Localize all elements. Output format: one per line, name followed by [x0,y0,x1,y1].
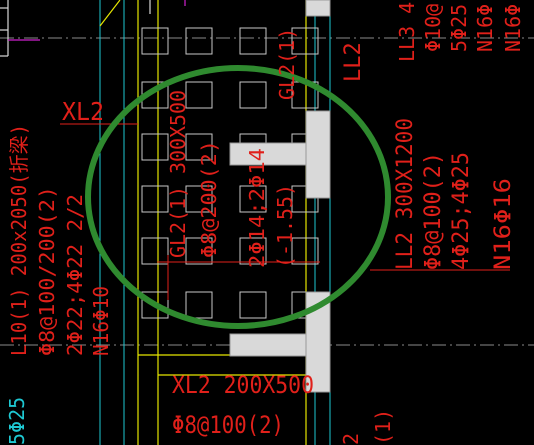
column-square [291,27,319,55]
column-square [185,133,213,161]
column-square [141,185,169,213]
column-square [141,133,169,161]
column-square [185,81,213,109]
column-square [141,291,169,319]
ll2-main-label-a: LL2 300X1200 [393,118,418,270]
ll3-label-a: LL3 4 [395,2,419,62]
left-edge-label: 5Φ25 [5,397,29,445]
column-square [239,185,267,213]
gl2-top-label: GL2(1) [275,28,299,100]
column-square [185,27,213,55]
gl2-elevation-label: (-1.55) [273,184,297,268]
ll2-main-label-b: Φ8@100(2) [421,152,446,270]
l10-label-c: 2Φ22;4Φ22 2/2 [63,194,87,356]
l10-label-a: L10(1) 200x2050(折梁) [7,124,31,356]
xl2-bottom-label-a: XL2 200X500 [172,371,314,399]
beam-outlines [0,0,307,445]
ll3-label-d: N16Φ [473,4,497,52]
column-square [185,237,213,265]
xl2-top-label: XL2 [62,97,104,126]
column-square [141,237,169,265]
ll3-label-e: N16Φ [501,4,525,52]
gl2-stirrup-label: Φ8@200(2) [197,140,221,258]
gl2-bars-label: 2Φ14;2Φ14 [245,148,269,268]
column-square [291,185,319,213]
leader-lines [60,123,510,300]
highlight-circle [85,65,391,329]
gl2-main-label: GL2(1) 300X500 [166,90,190,258]
column-square [291,237,319,265]
bottom-right-label-a: 2 [339,433,363,445]
column-square [239,81,267,109]
xl2-bottom-label-b: Φ8@100(2) [172,411,284,439]
ll2-top-label: LL2 [341,42,366,82]
column-square [239,291,267,319]
ll3-label-c: 5Φ25 [447,4,471,52]
column-square [239,27,267,55]
l10-label-d: N16Φ10 [89,286,113,356]
column-grid [141,27,319,319]
ll2-main-label-c: 4Φ25;4Φ25 [449,152,474,270]
ll2-main-label-d: N16Φ16 [491,178,516,270]
bottom-right-label-b: (1) [371,409,395,445]
column-square [185,185,213,213]
ll3-label-b: Φ10@ [421,4,445,52]
column-square [239,237,267,265]
column-square [185,291,213,319]
column-square [141,27,169,55]
l10-label-b: Φ8@100/200(2) [35,186,59,356]
